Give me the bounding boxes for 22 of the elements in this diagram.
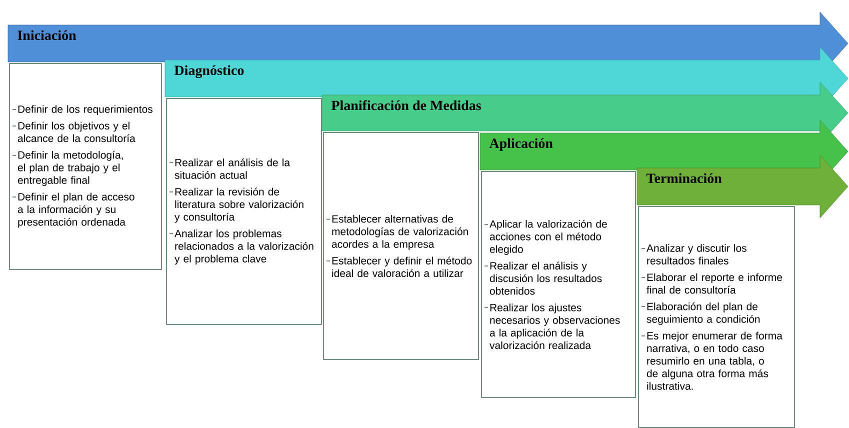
list-item: Realizar la revisión de literatura sobre valorización y consultoría (169, 188, 304, 223)
text-box (9, 63, 162, 270)
list-item: Elaboración del plan de seguimiento a condición (641, 302, 760, 325)
list-item: Establecer alternativas de metodologías de valorización acordes a la empresa (326, 214, 468, 250)
text-box (166, 98, 322, 325)
list-item: Realizar los ajustes necesarios y observaciones a la aplicación de la valorización realizada (484, 304, 620, 350)
list-item: Realizar el análisis de la situación actual (169, 158, 290, 179)
arrow-band: Terminación (636, 154, 848, 218)
text-box (323, 132, 479, 360)
list-item: Elaborar el reporte e informe final de consultoría (641, 273, 782, 294)
list-item: Realizar el análisis y discusión los resultados obtenidos (484, 262, 602, 295)
list-item: Definir de los requerimientos (12, 105, 152, 115)
list-item: Establecer y definir el método ideal de valoración a utilizar (326, 256, 472, 278)
text-box (481, 171, 636, 398)
list-item: Definir el plan de acceso a la información y su presentación ordenada (12, 192, 134, 228)
list-item: Aplicar la valorización de acciones con el método elegido (484, 220, 607, 255)
text-box (638, 206, 795, 428)
list-item: Analizar y discutir los resultados finales (641, 244, 746, 264)
list-item: Definir la metodología, el plan de trabajo y el entregable final (12, 150, 123, 186)
list-item: Analizar los problemas relacionados a la valorización y el problema clave (169, 230, 314, 265)
list-item: Es mejor enumerar de forma narrativa, o en todo caso resumirlo en una tabla, o de alguna otra forma más ilustrativa. (641, 332, 782, 390)
list-item: Definir los objetivos y el alcance de la consultoría (12, 122, 136, 142)
